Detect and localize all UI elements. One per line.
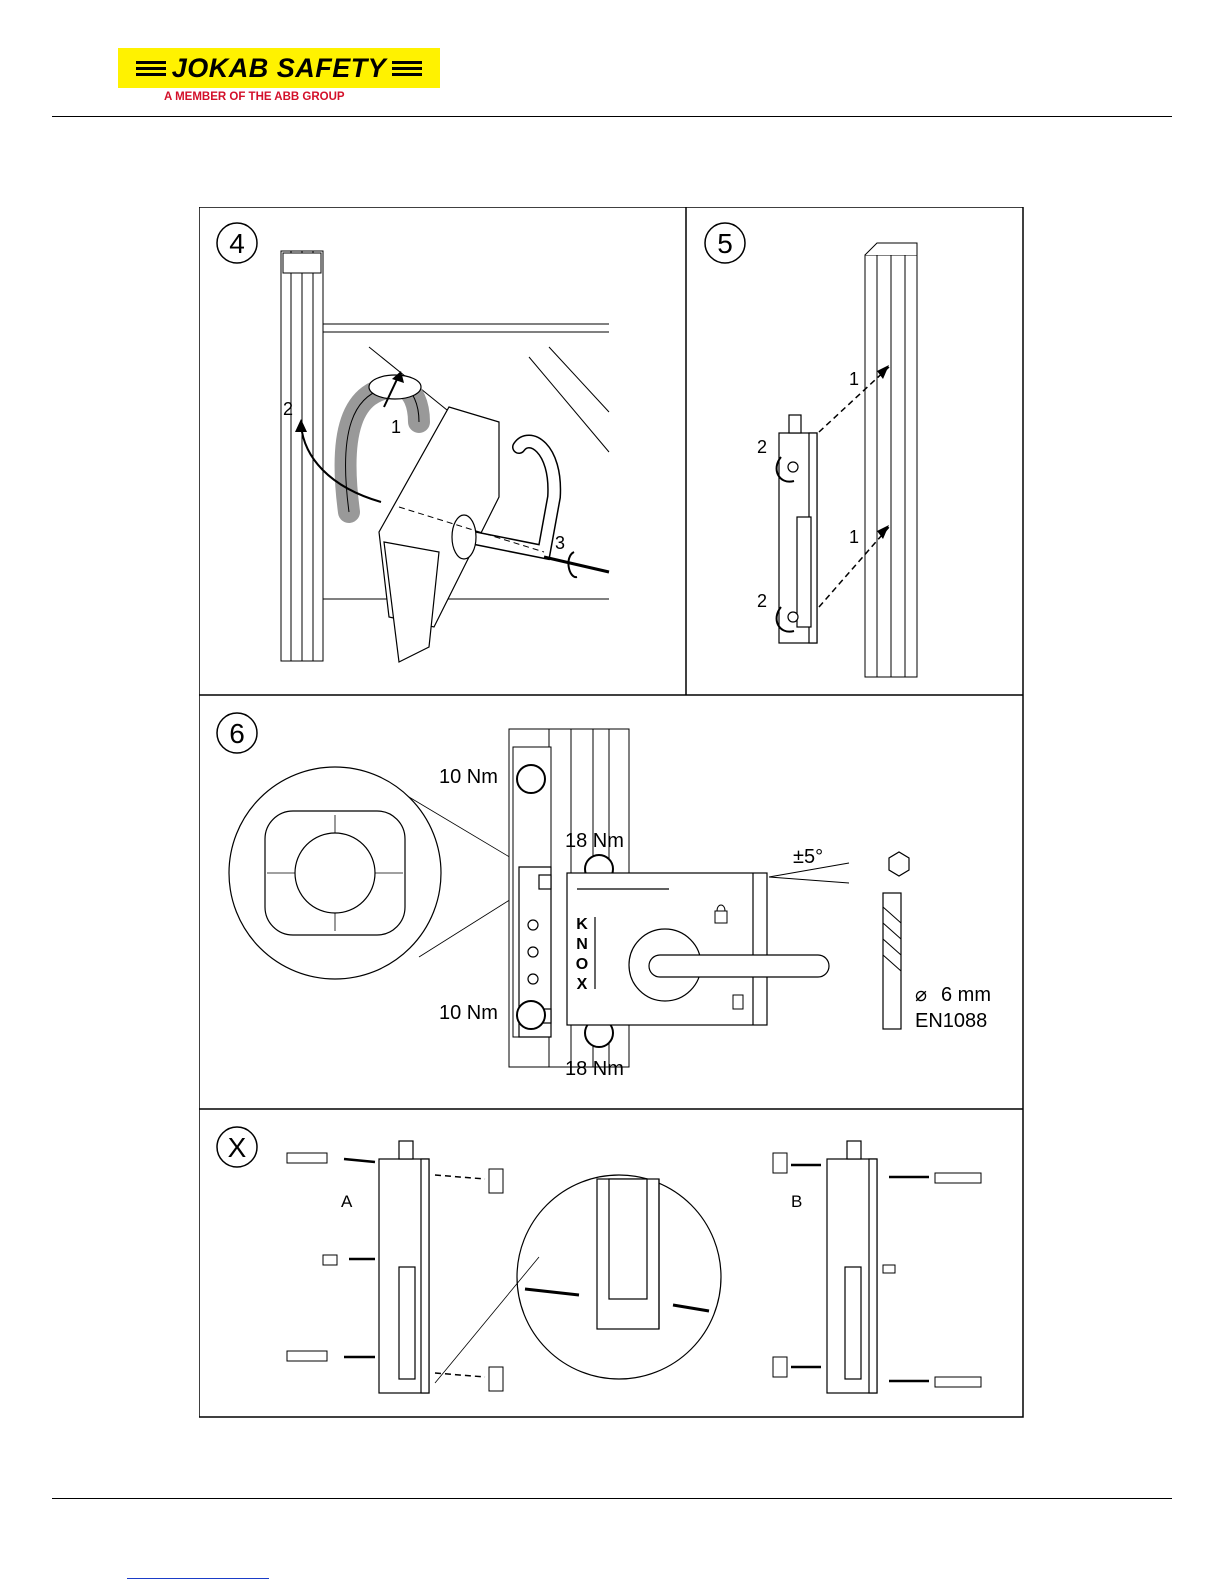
step-5-label-1: 1 — [849, 369, 859, 389]
torque-label-lower: 18 Nm — [565, 1058, 624, 1080]
step-x-number: X — [228, 1132, 247, 1163]
step-4-label-1: 1 — [391, 417, 401, 437]
brand-logo: JOKAB SAFETY — [118, 48, 440, 88]
step-4-label-3: 3 — [555, 533, 565, 553]
module-a — [379, 1141, 429, 1393]
torque-label-top: 10 Nm — [439, 766, 498, 788]
step-5-label-2: 2 — [757, 437, 767, 457]
arrows-a — [435, 1175, 485, 1377]
label-b: B — [791, 1192, 802, 1211]
svg-text:X: X — [577, 976, 588, 993]
step-5-number: 5 — [717, 228, 733, 259]
panel-step-x: X A — [217, 1127, 981, 1393]
solid-arrows-a — [344, 1159, 375, 1357]
detail-magnifier — [229, 767, 441, 979]
handle-rosette-front — [452, 515, 476, 559]
torque-label-bottom: 10 Nm — [439, 1002, 498, 1024]
profile-post-5 — [865, 243, 917, 677]
module-b — [827, 1141, 877, 1393]
hex-key — [544, 557, 609, 572]
magnifier-leader-x — [435, 1257, 539, 1383]
drill-bit — [883, 893, 901, 1029]
step-6-number: 6 — [229, 718, 245, 749]
logo-bars-left — [136, 61, 166, 76]
step-4-label-2: 2 — [283, 399, 293, 419]
lock-icon — [715, 911, 727, 923]
step-5-label-3: 1 — [849, 527, 859, 547]
drill-size-label: 6 mm — [941, 984, 991, 1006]
lever-handle-6 — [649, 955, 829, 977]
footer-link-underline[interactable] — [127, 1578, 269, 1579]
unlock-icon — [733, 995, 743, 1009]
magnified-module — [597, 1179, 659, 1329]
standard-label: EN1088 — [915, 1010, 987, 1032]
torque-label-upper: 18 Nm — [565, 830, 624, 852]
panel-step-4: 4 — [217, 223, 609, 662]
brand-tagline: A MEMBER OF THE ABB GROUP — [164, 91, 345, 103]
lock-module-5 — [779, 415, 817, 643]
panel-step-5: 5 1 2 1 2 — [705, 223, 917, 677]
svg-text:O: O — [576, 956, 588, 973]
step-4-number: 4 — [229, 228, 245, 259]
svg-text:N: N — [576, 936, 588, 953]
brand-name: JOKAB SAFETY — [172, 53, 387, 84]
footer-rule — [52, 1498, 1172, 1499]
profile-post-4 — [281, 251, 323, 661]
diameter-icon: ⌀ — [915, 984, 927, 1006]
svg-text:K: K — [576, 916, 588, 933]
instruction-figure: 4 — [199, 207, 1225, 1434]
step-5-label-4: 2 — [757, 591, 767, 611]
logo-bars-right — [392, 61, 422, 76]
header-rule — [52, 116, 1172, 117]
panel-step-6: 6 — [217, 713, 991, 1080]
label-a: A — [341, 1192, 353, 1211]
hex-bit-icon — [889, 852, 909, 876]
angle-label: ±5° — [793, 846, 823, 868]
